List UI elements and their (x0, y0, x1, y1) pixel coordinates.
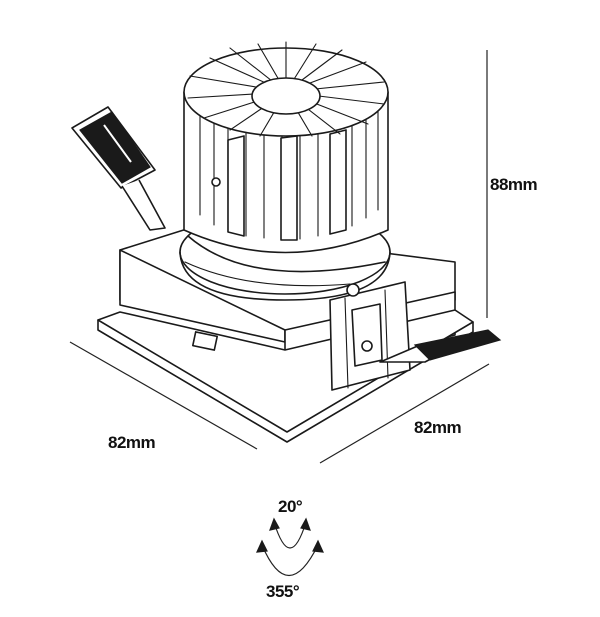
rotate-arc-icon (261, 544, 319, 576)
tilt-arrow-left-icon (269, 517, 280, 531)
height-dimension-label: 88mm (490, 175, 538, 194)
right-spring-clip (379, 329, 502, 363)
left-spring-clip (71, 106, 166, 231)
rotate-arrow-right-icon (312, 539, 324, 553)
rotation-symbol: 20° 355° (256, 497, 324, 601)
rotate-arrow-left-icon (256, 539, 268, 553)
rotate-angle-label: 355° (266, 582, 300, 601)
tilt-arc-icon (273, 521, 307, 549)
width-left-dimension-label: 82mm (108, 433, 156, 452)
tilt-bracket (329, 281, 411, 391)
tilt-arrow-right-icon (300, 517, 311, 531)
dimension-lines (69, 50, 490, 464)
tilt-angle-label: 20° (278, 497, 303, 516)
width-right-dimension-label: 82mm (414, 418, 462, 437)
heatsink-body (179, 41, 391, 301)
